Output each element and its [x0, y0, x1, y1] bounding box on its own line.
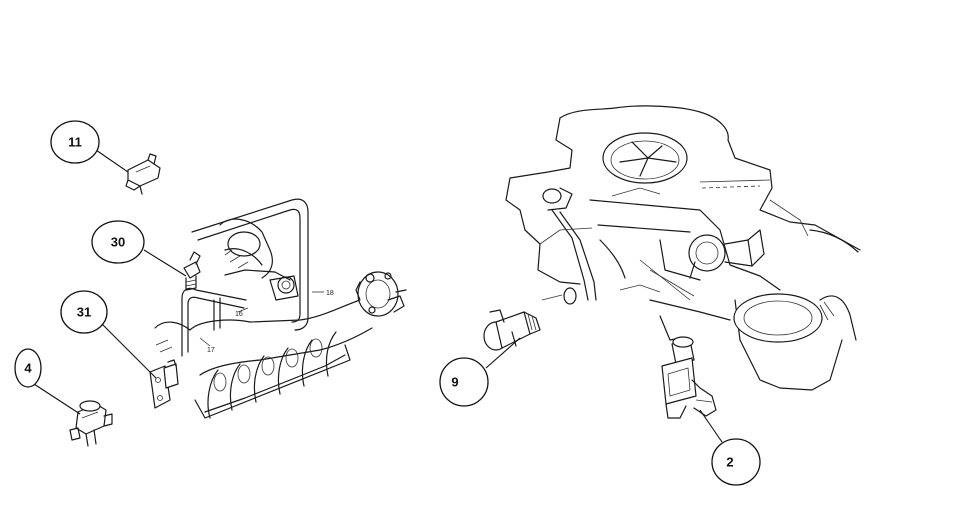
callout-ellipse-4 [14, 348, 42, 388]
callout-2: 2 [699, 409, 761, 486]
part-11-sensor [125, 153, 161, 195]
callout-ellipse-30 [91, 220, 145, 264]
callout-label-4: 4 [24, 360, 32, 375]
engine-label-16: 16 [235, 311, 243, 318]
callout-ellipse-11 [50, 120, 100, 164]
part-31-bracket [149, 359, 179, 409]
callout-label-9: 9 [451, 374, 458, 389]
callout-31: 31 [60, 290, 157, 379]
callout-label-31: 31 [77, 304, 91, 319]
left-engine-assembly: 17 16 18 [154, 198, 373, 419]
callout-4: 4 [14, 348, 81, 415]
right-carburetor-assembly [505, 105, 861, 391]
callout-ellipse-31 [60, 290, 108, 334]
callout-ellipse-9 [439, 357, 489, 407]
callout-9: 9 [439, 337, 521, 407]
callout-label-11: 11 [68, 134, 82, 149]
callout-ellipse-2 [711, 438, 761, 486]
part-2-solenoid [661, 336, 717, 419]
callout-11: 11 [50, 120, 129, 173]
callout-30: 30 [91, 220, 187, 277]
part-4-valve [69, 400, 113, 447]
part-9-plug [483, 309, 541, 351]
engine-label-18: 18 [326, 290, 334, 297]
part-30-switch [183, 251, 201, 291]
callout-label-30: 30 [111, 234, 125, 249]
distributor-assembly [355, 271, 407, 317]
callout-label-2: 2 [726, 454, 733, 469]
engine-label-17: 17 [207, 347, 215, 354]
